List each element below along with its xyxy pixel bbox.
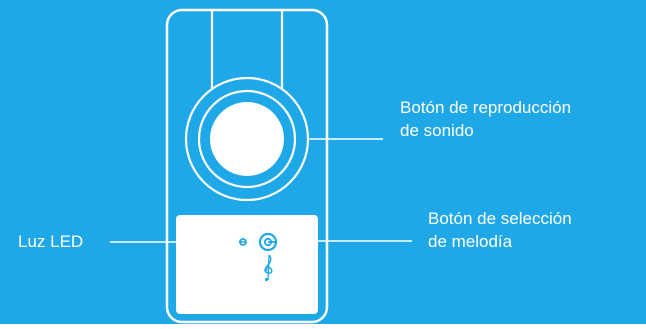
play-button-inner-ring [197,89,297,189]
play-button[interactable] [210,102,284,176]
led-label-text: Luz LED [18,232,84,251]
melody-button-label-line1: Botón de selección [428,209,572,228]
led-indicator-icon [239,238,247,246]
play-button-label: Botón de reproducción de sonido [400,96,571,142]
play-button-label-line1: Botón de reproducción [400,98,572,117]
melody-button-label: Botón de selección de melodía [428,207,572,253]
treble-clef-icon [264,254,273,282]
power-icon[interactable] [258,232,278,252]
lower-panel [176,215,318,314]
led-label: Luz LED [18,230,83,253]
melody-button-label-line2: de melodía [428,232,513,251]
play-button-label-line2: de sonido [400,121,474,140]
device-body [165,8,329,324]
